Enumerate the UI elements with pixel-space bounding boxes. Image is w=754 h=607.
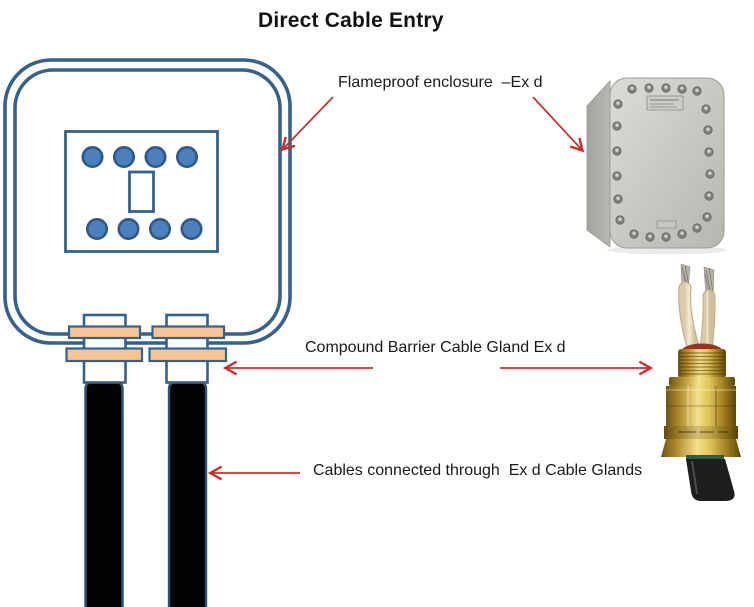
cable-highlight	[691, 460, 698, 495]
engraved-band	[664, 426, 738, 439]
cable-gland-left	[65, 313, 144, 384]
terminal-dot	[117, 218, 140, 241]
terminal-dot	[81, 146, 104, 169]
enclosure-side-face	[586, 79, 611, 248]
hex-body	[666, 386, 736, 426]
gland-barrier-plate	[67, 325, 142, 340]
gland-barrier-plate	[65, 347, 144, 363]
terminal-center-slot	[128, 170, 155, 213]
cable-gland-right	[148, 313, 228, 384]
terminal-dot	[144, 146, 167, 169]
arrow-to-enclosure	[280, 96, 334, 152]
gland-flange	[669, 377, 735, 386]
flameproof-enclosure-label: Flameproof enclosure –Ex d	[338, 74, 543, 91]
barrier-gland-label: Compound Barrier Cable Gland Ex d	[305, 339, 566, 356]
terminal-dots-bottom	[86, 218, 203, 241]
terminal-dot	[113, 146, 136, 169]
cable-tail	[686, 459, 735, 501]
gland-barrier-plate	[151, 325, 226, 340]
terminal-dot	[180, 218, 203, 241]
threaded-collar	[678, 349, 726, 378]
terminal-dot	[149, 218, 172, 241]
enclosure-photo	[586, 77, 727, 255]
terminal-dot	[86, 218, 109, 241]
bottom-label	[656, 220, 677, 229]
bolt-highlights	[615, 85, 712, 238]
lower-skirt	[661, 439, 741, 457]
cables-label: Cables connected through Ex d Cable Glan…	[313, 462, 643, 479]
cable-right	[167, 380, 208, 607]
nameplate	[646, 95, 684, 111]
seal-ring	[686, 455, 724, 460]
enclosure-front-face	[609, 77, 725, 249]
terminal-dot	[176, 146, 199, 169]
cable-left	[84, 380, 124, 607]
gland-photo	[661, 263, 741, 501]
page-title: Direct Cable Entry	[258, 9, 444, 32]
terminal-dots-top	[81, 146, 199, 169]
arrow-to-enclosure-photo	[532, 96, 585, 153]
gland-barrier-plate	[148, 347, 228, 363]
